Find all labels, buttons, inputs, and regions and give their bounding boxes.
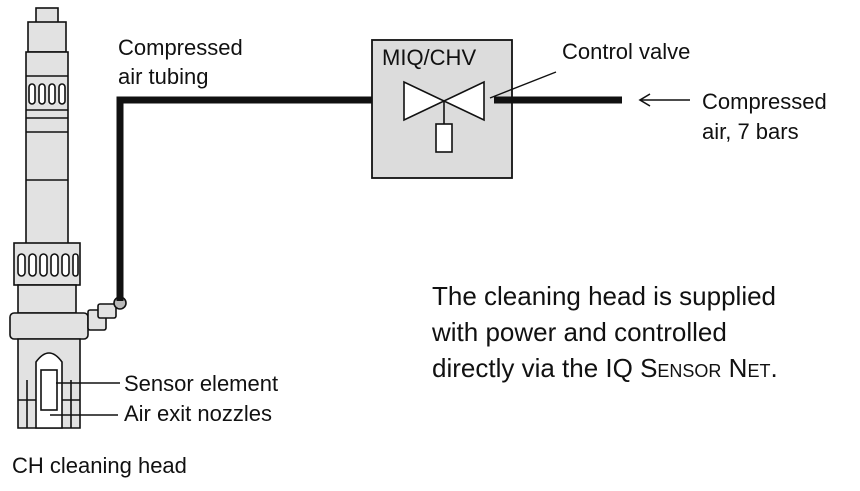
control-valve-label: Control valve [562, 39, 691, 64]
arrow-icon [638, 93, 690, 107]
sensor-assembly [9, 7, 127, 429]
note-sensor-word: Sensor [640, 353, 722, 383]
leader-lines [50, 71, 557, 416]
note-period: . [770, 353, 778, 383]
note-space [721, 353, 728, 383]
miq-chv-box [371, 39, 513, 179]
caption: CH cleaning head [12, 453, 187, 478]
note-line3: directly via the IQ Sensor Net. [432, 350, 778, 386]
coupling-ring-slots [17, 253, 79, 277]
note-line3-prefix: directly via the IQ [432, 353, 641, 383]
sensor-element-shape [40, 369, 58, 411]
compressed-air-label-line1: Compressed [702, 89, 827, 114]
cleaning-head-body [9, 312, 89, 340]
lower-body [17, 284, 77, 314]
sensor-cap-section [27, 21, 67, 53]
tubing-label-line2: air tubing [118, 64, 209, 89]
tubing-label-line1: Compressed [118, 35, 243, 60]
sensor-element-label: Sensor element [124, 371, 279, 396]
air-tubing [116, 96, 392, 301]
note-net-word: Net [728, 353, 771, 383]
air-fitting [87, 296, 127, 331]
note-line2: with power and controlled [432, 317, 727, 347]
valve-unit-label: MIQ/CHV [382, 45, 477, 70]
note-line1: The cleaning head is supplied [432, 281, 777, 311]
air-nozzles-label: Air exit nozzles [124, 401, 272, 426]
control-valve-symbol [403, 80, 485, 153]
compressed-air-label-line2: air, 7 bars [702, 119, 799, 144]
grip-slots [28, 83, 66, 105]
